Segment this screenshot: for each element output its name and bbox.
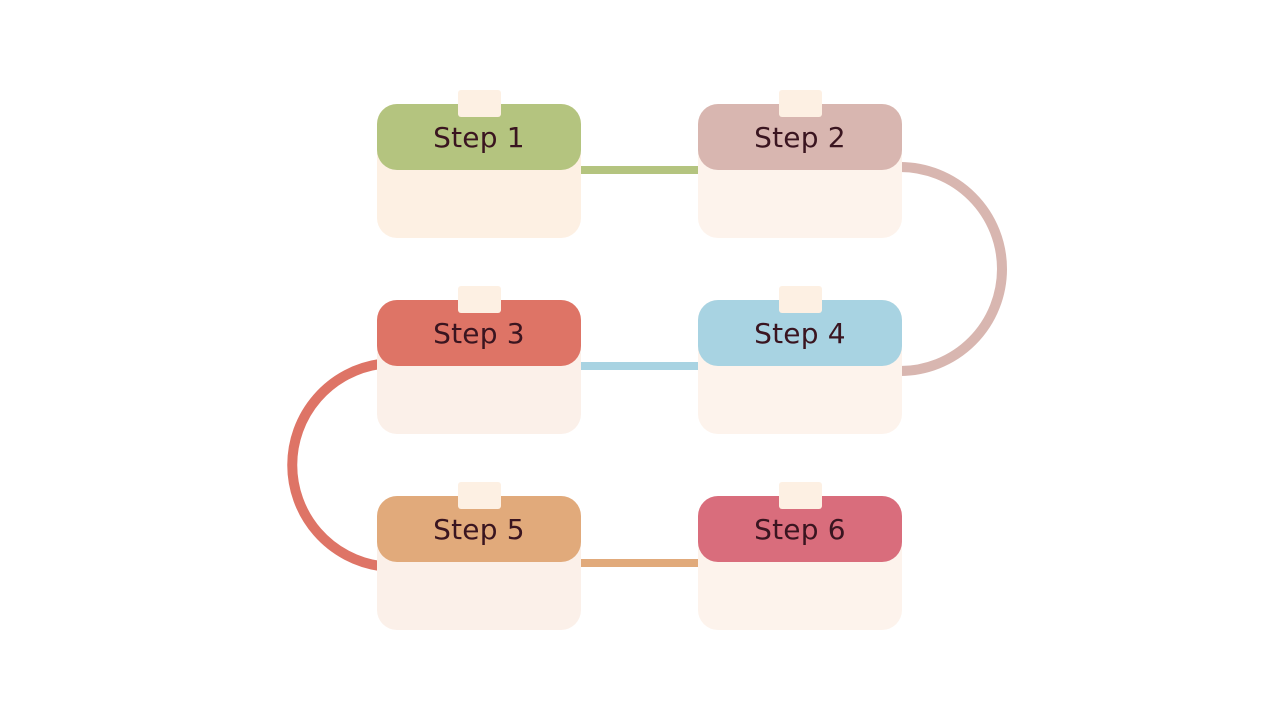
step-card-tab bbox=[458, 482, 501, 509]
step-label: Step 3 bbox=[433, 316, 525, 350]
step-card-4: Step 4 bbox=[698, 286, 902, 434]
step-card-tab bbox=[779, 286, 822, 313]
step-label: Step 2 bbox=[754, 120, 846, 154]
step-card-tab bbox=[458, 286, 501, 313]
step-label: Step 1 bbox=[433, 120, 525, 154]
step-card-header: Step 4 bbox=[698, 300, 902, 366]
step-card-tab bbox=[779, 482, 822, 509]
connector-step2-step4 bbox=[899, 162, 1007, 376]
step-card-header: Step 1 bbox=[377, 104, 581, 170]
step-card-tab bbox=[779, 90, 822, 117]
step-label: Step 4 bbox=[754, 316, 846, 350]
step-label: Step 6 bbox=[754, 512, 846, 546]
step-card-6: Step 6 bbox=[698, 482, 902, 630]
connector-step3-step5 bbox=[287, 359, 381, 571]
step-label: Step 5 bbox=[433, 512, 525, 546]
step-card-2: Step 2 bbox=[698, 90, 902, 238]
step-card-3: Step 3 bbox=[377, 286, 581, 434]
step-card-1: Step 1 bbox=[377, 90, 581, 238]
step-card-5: Step 5 bbox=[377, 482, 581, 630]
step-card-tab bbox=[458, 90, 501, 117]
